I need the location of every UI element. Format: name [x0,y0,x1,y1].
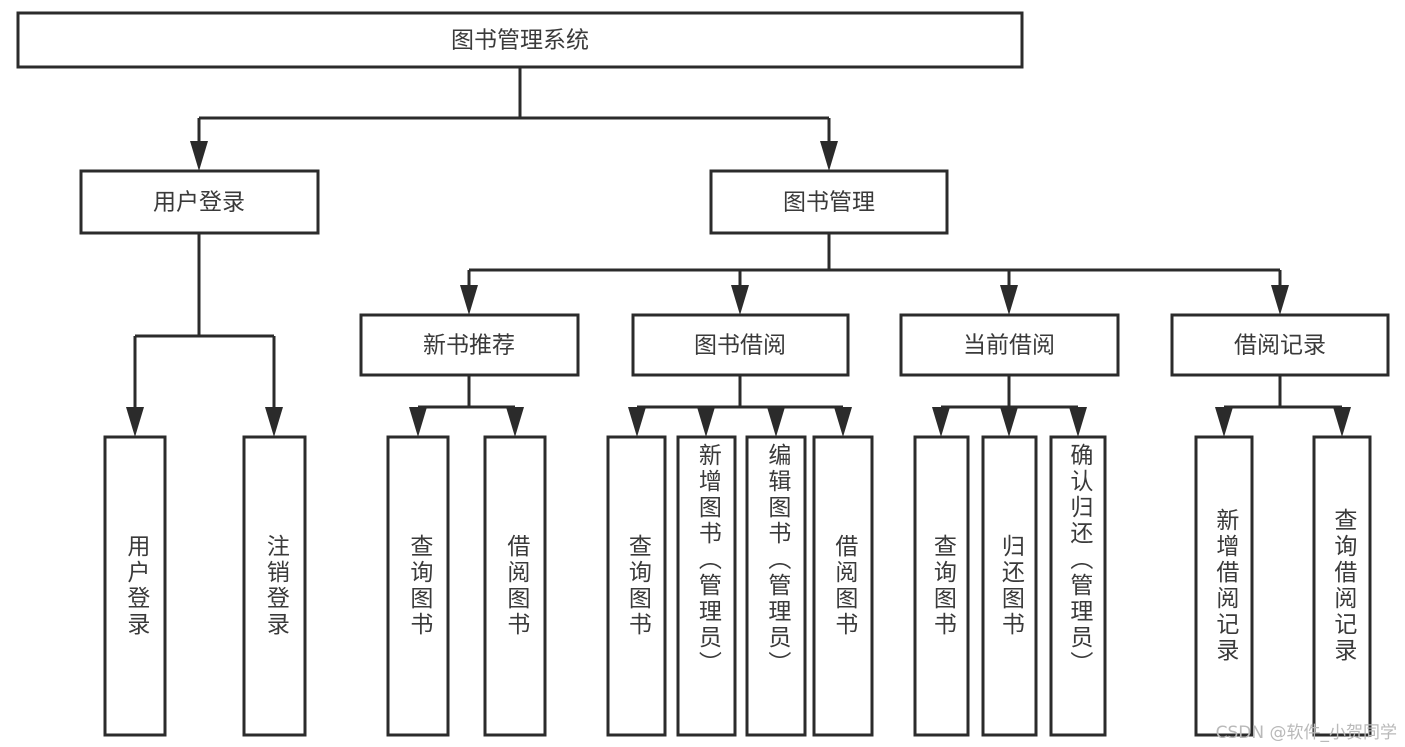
leaf-box-add-borrow-record[interactable] [1194,435,1254,737]
arrowhead-leaf-logout-login [265,407,283,437]
node-book-management-box[interactable] [709,169,949,235]
node-book-borrow-label: 图书借阅 [694,333,786,359]
leaf-box-borrow-book-newbook[interactable] [483,435,547,737]
arrowhead-currentborrow-query [932,407,950,437]
node-new-book-recommend[interactable]: 新书推荐 [359,313,580,377]
arrowhead-bookborrow-edit [767,407,785,437]
arrowhead-borrowrecord-add [1215,407,1233,437]
leaf-box-layer [103,435,1372,737]
node-root-box[interactable] [16,11,1024,69]
node-current-borrow-label: 当前借阅 [963,333,1055,359]
node-book-management[interactable]: 图书管理 [709,169,949,235]
leaf-box-add-book-admin[interactable] [676,435,737,737]
arrowhead-borrow-record [1271,285,1289,315]
node-user-login-box[interactable] [79,169,320,235]
leaf-box-borrow-book[interactable] [812,435,874,737]
node-user-login[interactable]: 用户登录 [79,169,320,235]
arrowhead-user-login [190,141,208,171]
arrowhead-bookborrow-borrow [834,407,852,437]
arrowhead-newbook-borrow [506,407,524,437]
node-borrow-record-label: 借阅记录 [1234,333,1326,359]
arrowhead-new-book-rec [460,285,478,315]
node-new-book-recommend-label: 新书推荐 [423,333,515,359]
connector-layer [126,67,1351,437]
node-root-label: 图书管理系统 [451,28,589,54]
arrowhead-currentborrow-return [1000,407,1018,437]
leaf-box-query-borrow-record[interactable] [1312,435,1372,737]
arrowhead-current-borrow [1000,285,1018,315]
leaf-box-user-login[interactable] [103,435,167,737]
node-root[interactable]: 图书管理系统 [16,11,1024,69]
arrowhead-leaf-user-login [126,407,144,437]
node-user-login-label: 用户登录 [153,190,245,216]
leaf-box-return-book[interactable] [981,435,1038,737]
node-book-borrow[interactable]: 图书借阅 [631,313,850,377]
csdn-watermark: CSDN @软件_小贺同学 [1215,723,1397,743]
arrowhead-newbook-query [409,407,427,437]
leaf-box-logout-login[interactable] [242,435,307,737]
node-borrow-record[interactable]: 借阅记录 [1170,313,1390,377]
arrowhead-book-mgmt [820,141,838,171]
arrowhead-currentborrow-confirm [1069,407,1087,437]
node-book-management-label: 图书管理 [783,190,875,216]
node-book-borrow-box[interactable] [631,313,850,377]
leaf-box-query-book-current[interactable] [913,435,970,737]
node-borrow-record-box[interactable] [1170,313,1390,377]
arrowhead-book-borrow [731,285,749,315]
arrowhead-borrowrecord-query [1333,407,1351,437]
leaf-box-edit-book-admin[interactable] [745,435,807,737]
leaf-box-confirm-return-admin[interactable] [1049,435,1107,737]
node-new-book-recommend-box[interactable] [359,313,580,377]
leaf-box-query-book-newbook[interactable] [386,435,450,737]
node-current-borrow[interactable]: 当前借阅 [899,313,1120,377]
arrowhead-bookborrow-add [697,407,715,437]
leaf-box-query-book-borrow[interactable] [606,435,667,737]
arrowhead-bookborrow-query [628,407,646,437]
node-current-borrow-box[interactable] [899,313,1120,377]
